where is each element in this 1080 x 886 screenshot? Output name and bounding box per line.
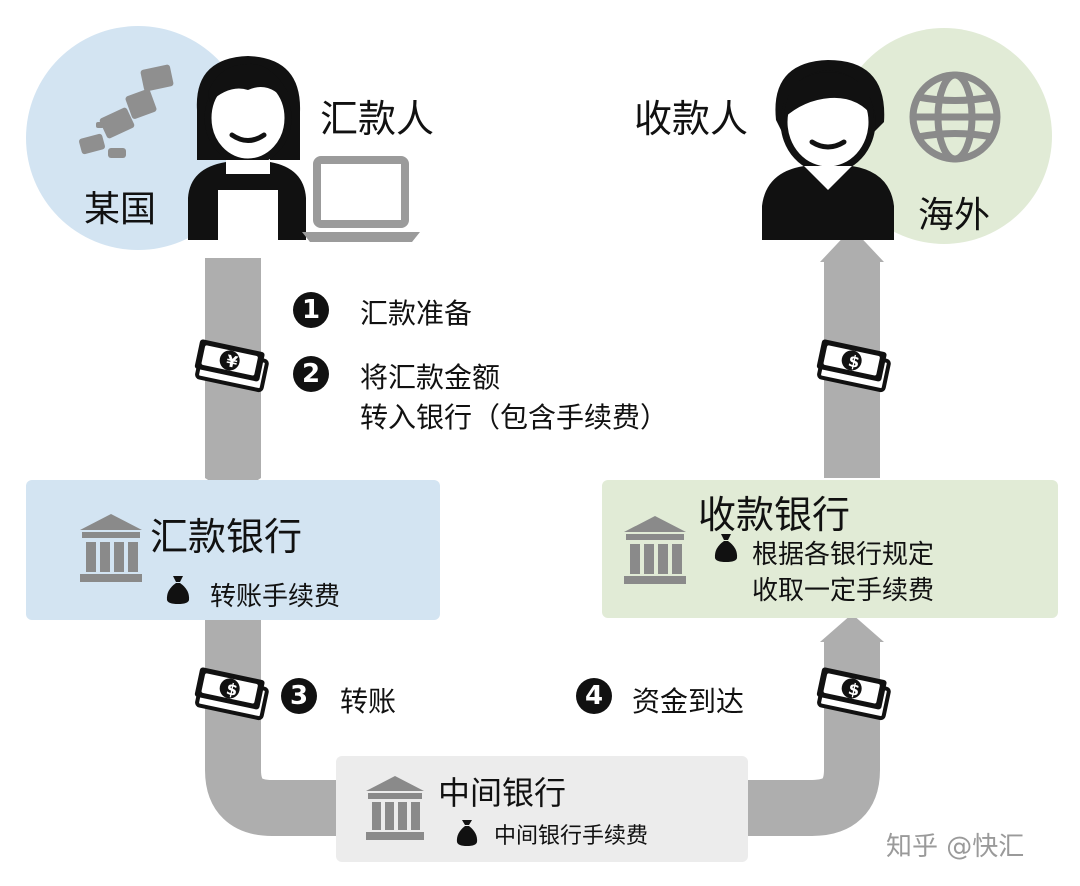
- intermediary-bank-fee: 中间银行手续费: [494, 824, 649, 849]
- origin-country-label: 某国: [84, 189, 157, 230]
- money-bill-yen-icon: [194, 339, 269, 393]
- receiving-bank-fee-line1: 根据各银行规定: [752, 540, 935, 570]
- japan-map-icon: [79, 64, 174, 158]
- receiving-bank-fee-line2: 收取一定手续费: [752, 576, 935, 606]
- money-bill-dollar-icon-receiver: [816, 339, 891, 393]
- money-bag-icon-intermediary: [456, 820, 478, 846]
- flow-arrow-up-bank: [820, 614, 884, 642]
- sending-bank-title: 汇款银行: [150, 515, 303, 559]
- step-1-badge: 1: [293, 292, 329, 328]
- watermark: 知乎 @快汇: [886, 832, 1025, 862]
- sending-bank-box: 汇款银行 转账手续费: [26, 480, 440, 620]
- globe-icon: [909, 71, 1001, 163]
- step-3-text: 转账: [340, 685, 397, 718]
- intermediary-bank-icon: [366, 776, 424, 840]
- step-1-text: 汇款准备: [360, 297, 473, 330]
- money-bill-dollar-icon-sender: [194, 667, 269, 721]
- step-4-badge: 4: [576, 678, 612, 714]
- receiving-bank-icon: [624, 516, 686, 584]
- intermediary-bank-box: 中间银行 中间银行手续费: [336, 756, 748, 862]
- money-bag-icon-sending: [166, 576, 190, 604]
- dollar-symbol-arrival: $: [846, 679, 862, 700]
- sender-person-icon: [188, 56, 306, 240]
- yen-symbol: ¥: [224, 351, 240, 372]
- step-4-text: 资金到达: [632, 685, 745, 718]
- step-2-text-line1: 将汇款金额: [360, 361, 501, 394]
- sending-bank-fee: 转账手续费: [210, 582, 341, 612]
- receiving-bank-title: 收款银行: [698, 493, 851, 537]
- receiver-person-icon: [762, 60, 894, 240]
- dollar-symbol-receiver: $: [846, 351, 862, 372]
- step-3-badge: 3: [281, 678, 317, 714]
- intermediary-bank-title: 中间银行: [438, 774, 567, 812]
- money-bill-dollar-icon-arrival: [816, 667, 891, 721]
- overseas-label: 海外: [918, 195, 991, 236]
- receiver-label: 收款人: [634, 97, 749, 141]
- step-2-badge: 2: [293, 356, 329, 392]
- sender-label: 汇款人: [320, 97, 435, 141]
- flow-arrow-up-receiver: [820, 228, 884, 262]
- receiving-bank-box: 收款银行 根据各银行规定 收取一定手续费: [602, 480, 1058, 618]
- sending-bank-icon: [80, 514, 142, 582]
- money-bag-icon-receiving: [714, 534, 738, 562]
- laptop-icon: [302, 156, 420, 242]
- step-2-text-line2: 转入银行（包含手续费）: [360, 401, 669, 434]
- dollar-symbol-sender: $: [224, 679, 240, 700]
